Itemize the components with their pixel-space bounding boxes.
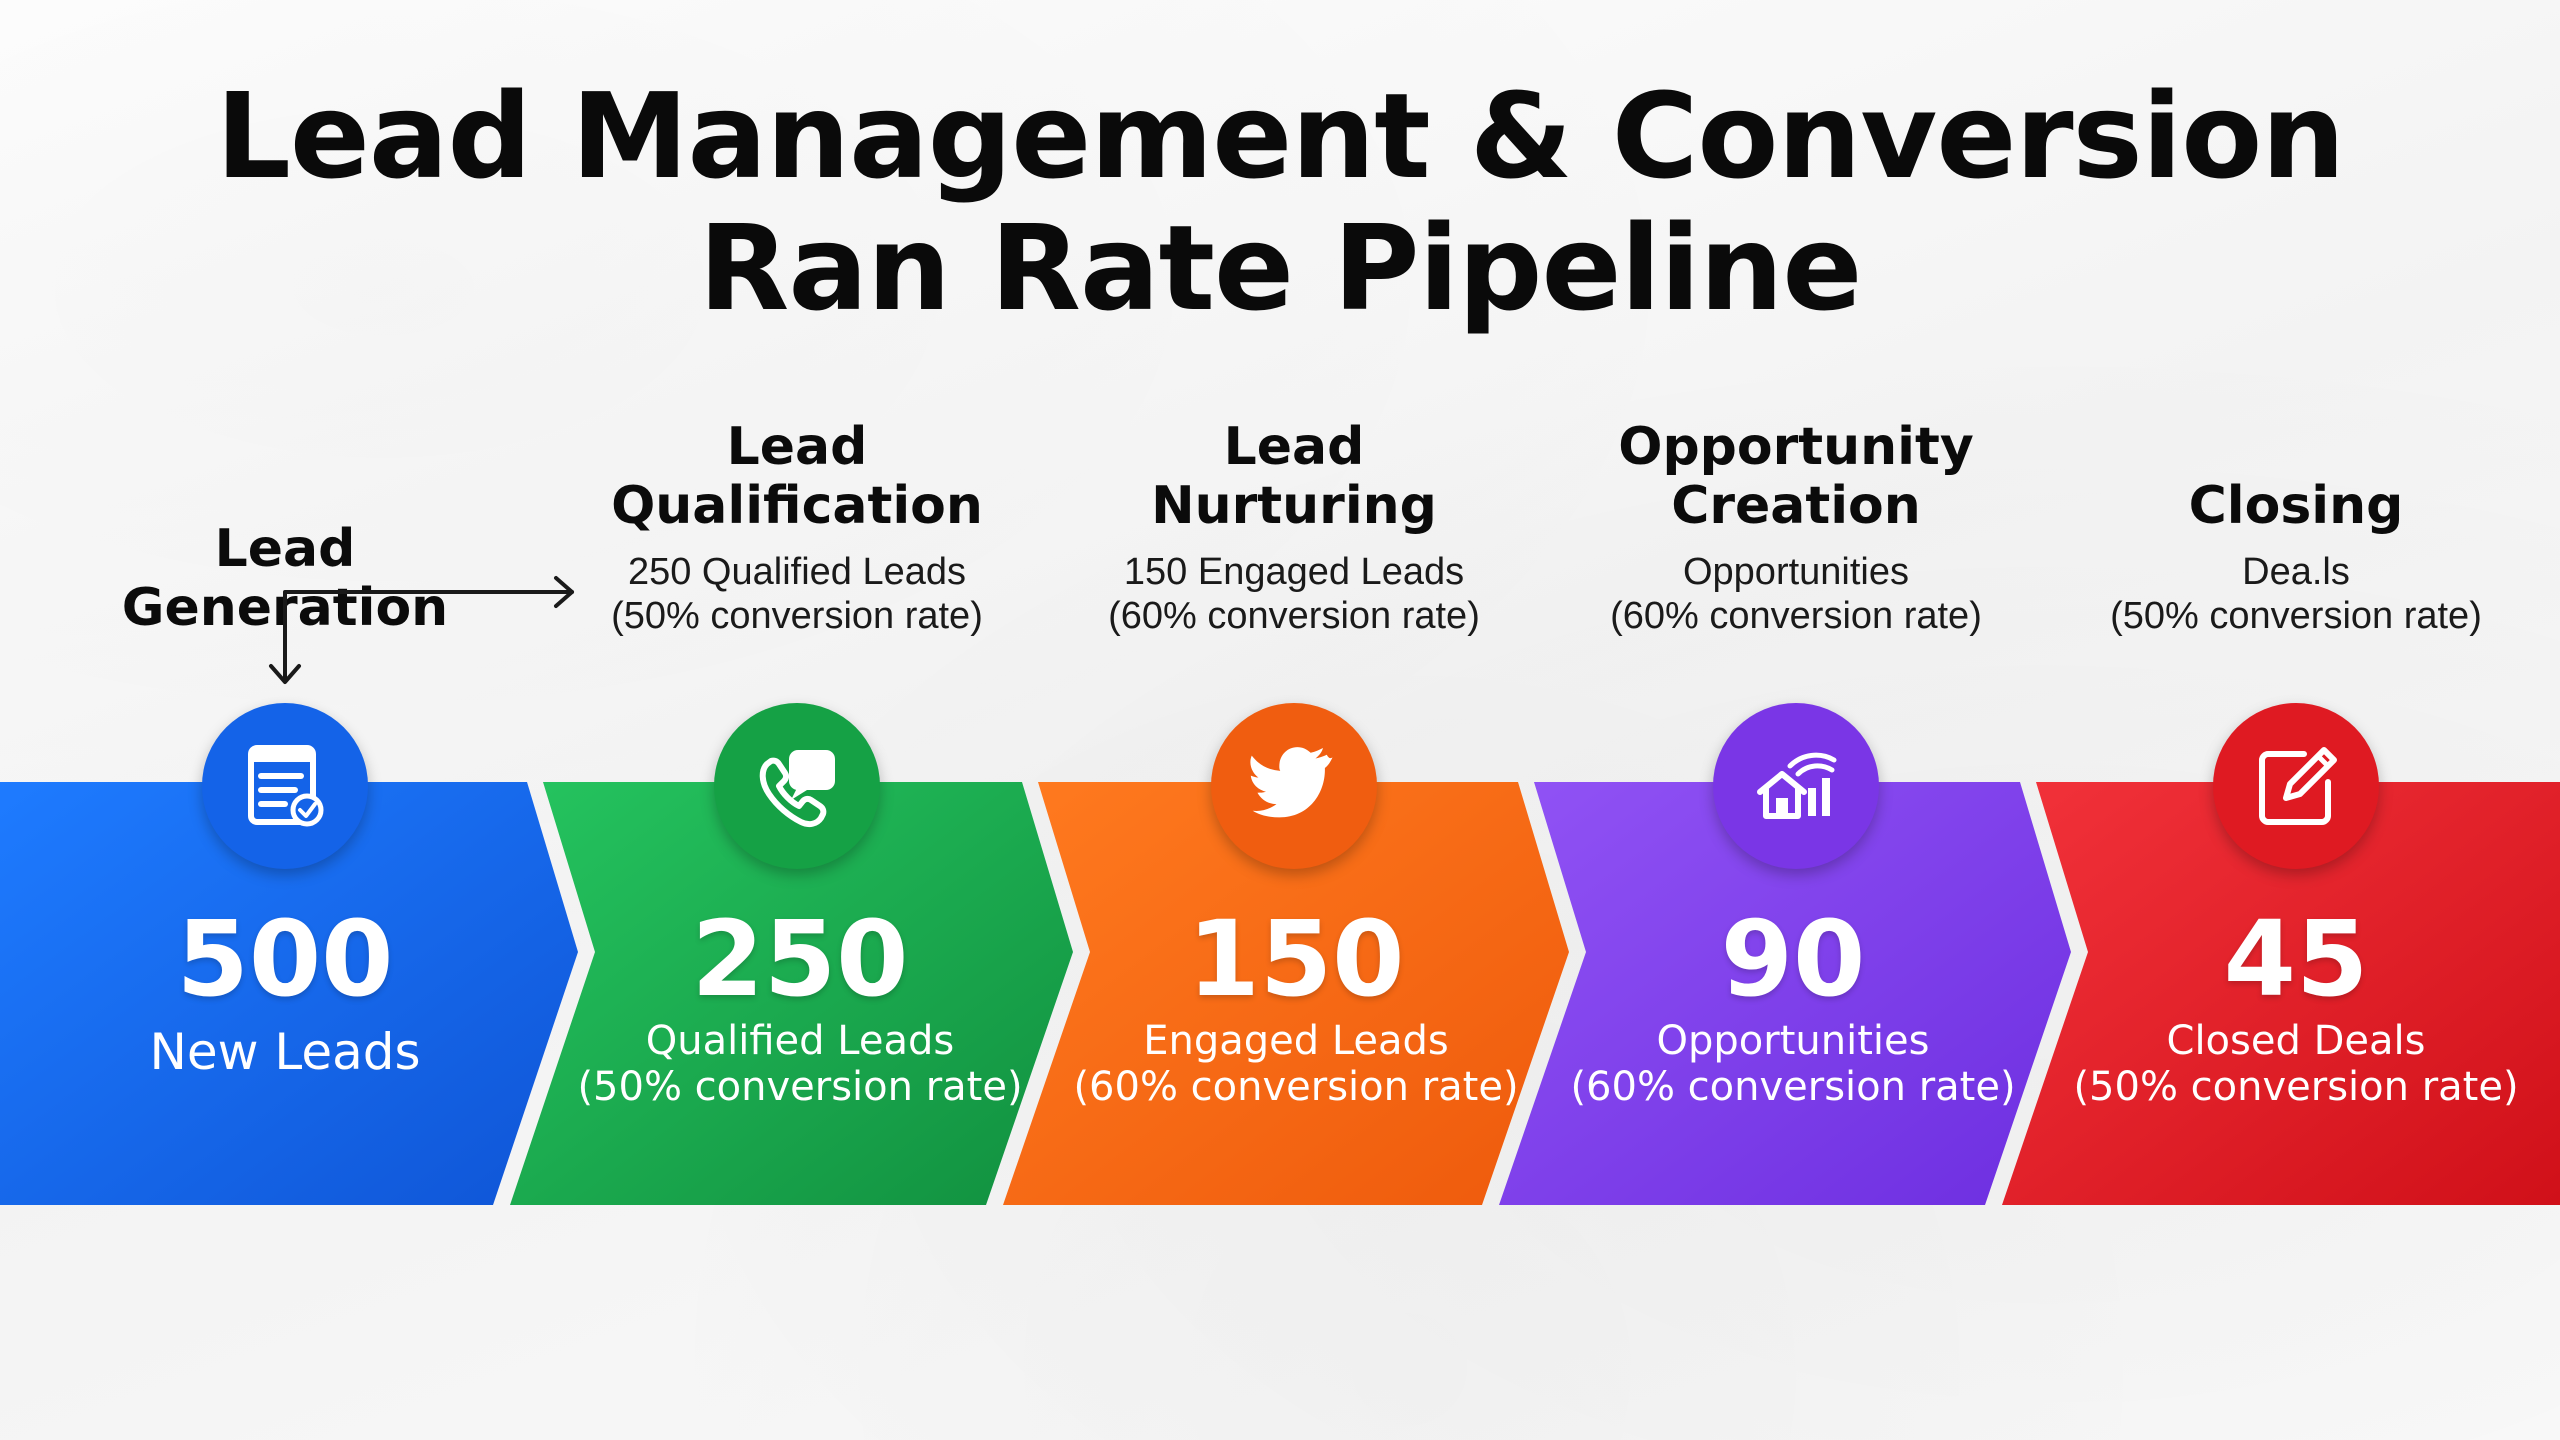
stage-heading-closing: Closing Dea.ls (50% conversion rate) xyxy=(2046,438,2546,638)
stage-metric-opportunity-creation: 90 Opportunities (60% conversion rate) xyxy=(1543,900,2043,1110)
metric-label-line-1: Closed Deals xyxy=(2166,1018,2426,1064)
stage-title-line-1: Lead xyxy=(726,417,868,477)
metric-label-line-1: Engaged Leads xyxy=(1143,1018,1449,1064)
metric-label: Opportunities (60% conversion rate) xyxy=(1543,1018,2043,1110)
metric-value: 250 xyxy=(691,898,909,1020)
stage-description: 250 Qualified Leads (50% conversion rate… xyxy=(611,550,983,638)
bird-icon xyxy=(1250,747,1333,818)
stage-title-line-2: Nurturing xyxy=(1151,476,1437,536)
stage-icon-badge-lead-generation xyxy=(202,703,368,869)
metric-label-line-1: Opportunities xyxy=(1656,1018,1930,1064)
metric-label-line-2: (50% conversion rate) xyxy=(577,1064,1023,1110)
stage-title-line-2: Closing xyxy=(2188,476,2404,536)
stage-title-line-2: Qualification xyxy=(611,476,983,536)
stage-icon-badge-lead-nurturing xyxy=(1211,703,1377,869)
stage-metric-lead-nurturing: 150 Engaged Leads (60% conversion rate) xyxy=(1046,900,1546,1110)
metric-value: 90 xyxy=(1720,898,1866,1020)
stage-title-line-1: Lead xyxy=(1223,417,1365,477)
stage-metric-lead-qualification: 250 Qualified Leads (50% conversion rate… xyxy=(550,900,1050,1110)
metric-label-line-1: Qualified Leads xyxy=(645,1018,955,1064)
metric-label: Qualified Leads (50% conversion rate) xyxy=(550,1018,1050,1110)
metric-label-line-2: (50% conversion rate) xyxy=(2073,1064,2519,1110)
metric-value: 500 xyxy=(176,898,394,1020)
stage-metric-closing: 45 Closed Deals (50% conversion rate) xyxy=(2046,900,2546,1110)
title-line-1: Lead Management & Conversion xyxy=(215,67,2346,205)
title-line-2: Ran Rate Pipeline xyxy=(698,199,1863,337)
page-title: Lead Management & Conversion Ran Rate Pi… xyxy=(0,70,2560,334)
stage-description-line-2: (60% conversion rate) xyxy=(1610,595,1982,637)
phone-chat-icon xyxy=(759,750,835,828)
stage-description: 150 Engaged Leads (60% conversion rate) xyxy=(1108,550,1480,638)
stage-metric-lead-generation: 500 New Leads xyxy=(35,900,535,1082)
stage-title: Closing xyxy=(2189,477,2404,536)
stage-description-line-2: (50% conversion rate) xyxy=(611,595,983,637)
stage-description: Dea.ls (50% conversion rate) xyxy=(2110,550,2482,638)
metric-value: 45 xyxy=(2223,898,2369,1020)
stage-description-line-1: 250 Qualified Leads xyxy=(627,551,966,593)
stage-title-line-1: Lead xyxy=(214,519,356,579)
pipeline-segment-lead-generation xyxy=(0,782,578,1205)
stage-heading-lead-nurturing: Lead Nurturing 150 Engaged Leads (60% co… xyxy=(1044,418,1544,638)
stage-icon-badge-closing xyxy=(2213,703,2379,869)
metric-label: Closed Deals (50% conversion rate) xyxy=(2046,1018,2546,1110)
stage-description-line-1: Opportunities xyxy=(1682,551,1909,593)
metric-label: New Leads xyxy=(35,1022,535,1082)
stage-description-line-1: Dea.ls xyxy=(2242,551,2350,593)
metric-value: 150 xyxy=(1187,898,1405,1020)
metric-label-line-2: (60% conversion rate) xyxy=(1073,1064,1519,1110)
stage-icon-badge-opportunity-creation xyxy=(1713,703,1879,869)
stage-description: Opportunities (60% conversion rate) xyxy=(1610,550,1982,638)
pipeline-segment-opportunity-creation xyxy=(1499,782,2071,1205)
stage-title: Opportunity Creation xyxy=(1618,418,1974,536)
form-icon xyxy=(248,745,324,827)
pipeline-segment-lead-nurturing xyxy=(1003,782,1569,1205)
stage-icon-badge-lead-qualification xyxy=(714,703,880,869)
stage-title: Lead Nurturing xyxy=(1151,418,1437,536)
stage-title-line-1: Opportunity xyxy=(1618,417,1974,477)
stage-description-line-2: (50% conversion rate) xyxy=(2110,595,2482,637)
edit-document-icon xyxy=(2259,747,2337,825)
metric-label-line-2: (60% conversion rate) xyxy=(1570,1064,2016,1110)
stage-heading-lead-qualification: Lead Qualification 250 Qualified Leads (… xyxy=(547,418,1047,638)
pipeline-segment-closing xyxy=(2002,782,2560,1205)
stage-heading-opportunity-creation: Opportunity Creation Opportunities (60% … xyxy=(1546,418,2046,638)
metric-label-line-1: New Leads xyxy=(149,1023,421,1081)
stage-title: Lead Qualification xyxy=(611,418,983,536)
pipeline-segment-lead-qualification xyxy=(510,782,1073,1205)
stage-title-line-2: Creation xyxy=(1671,476,1921,536)
stage-description-line-2: (60% conversion rate) xyxy=(1108,595,1480,637)
metric-label: Engaged Leads (60% conversion rate) xyxy=(1046,1018,1546,1110)
house-chart-icon xyxy=(1757,752,1837,819)
stage-description-line-1: 150 Engaged Leads xyxy=(1123,551,1465,593)
